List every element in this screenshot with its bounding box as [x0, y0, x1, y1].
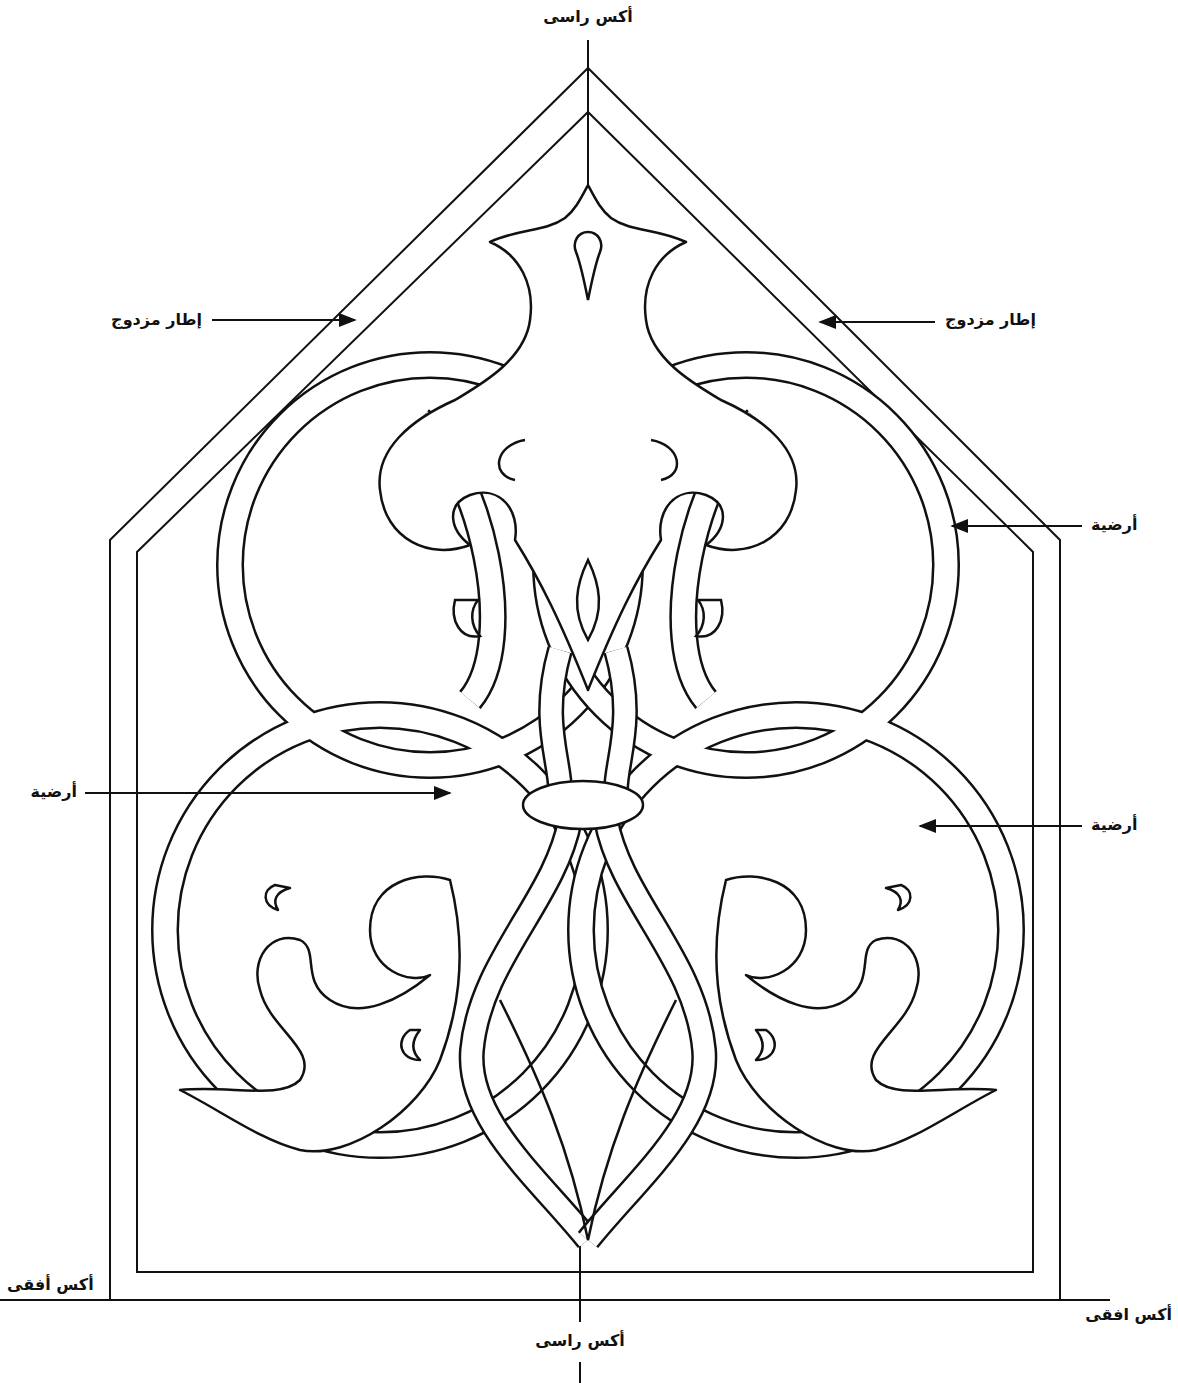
frame-label: إطار مزدوج	[108, 309, 205, 330]
axis-label: أكس راسى	[532, 1330, 628, 1351]
axis-label: أكس راسى	[540, 6, 636, 27]
ground-label: أرضية	[28, 781, 80, 802]
ground-label: أرضية	[1088, 814, 1140, 835]
frame-label: إطار مزدوج	[942, 309, 1039, 330]
axis-label: أكس افقى	[1082, 1304, 1175, 1325]
ground-label: أرضية	[1088, 514, 1140, 535]
axis-label: أكس أفقى	[4, 1274, 97, 1295]
